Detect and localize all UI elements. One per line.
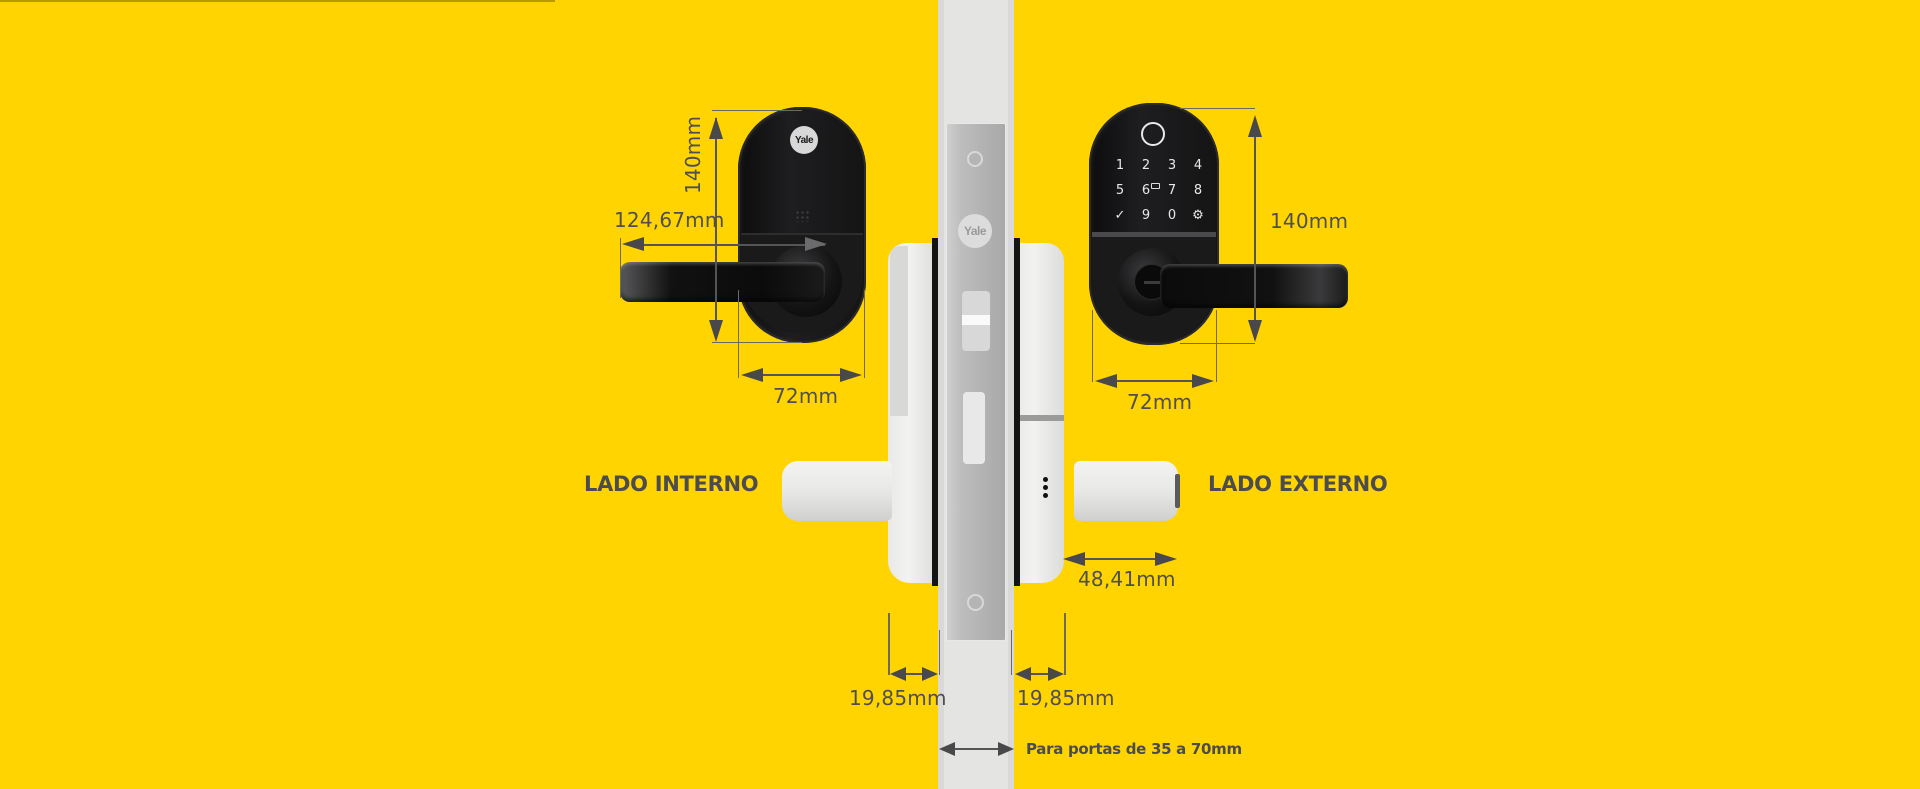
arrow-left-icon [890, 667, 906, 681]
key-9[interactable]: 9 [1141, 208, 1151, 223]
key-0[interactable]: 0 [1167, 208, 1177, 223]
arrow-right-icon [998, 742, 1014, 756]
door-thickness-note: Para portas de 35 a 70mm [1026, 740, 1242, 758]
outer-lock-divider [1092, 232, 1216, 237]
key-2[interactable]: 2 [1141, 158, 1151, 173]
inner-lever-ext-left [620, 238, 621, 298]
faceplate-screw-top-icon [967, 151, 983, 167]
outer-keyhole-slot [1144, 281, 1160, 284]
inner-height-ext-top [712, 110, 802, 111]
inner-width-line [748, 374, 856, 376]
knob-length-line [1075, 558, 1171, 560]
key-settings-gear-icon[interactable]: ⚙ [1192, 208, 1204, 223]
inner-gasket [932, 238, 938, 586]
arrow-up-icon [1248, 115, 1262, 137]
arrow-left-icon [1015, 667, 1031, 681]
outer-height-ext-bottom [1180, 343, 1255, 344]
outer-width-label: 72mm [1127, 390, 1193, 414]
outer-height-label: 140mm [1270, 209, 1349, 233]
door-edge-right-ext [1011, 630, 1012, 675]
key-6[interactable]: 6 [1141, 183, 1151, 198]
arrow-down-icon [709, 320, 723, 342]
left-offset-ext [888, 613, 890, 675]
key-confirm-check-icon[interactable]: ✓ [1114, 208, 1126, 223]
outer-height-ext-top [1180, 108, 1255, 109]
arrow-right-icon [1192, 374, 1214, 388]
arrow-left-icon [622, 237, 644, 251]
inner-width-ext-right [864, 290, 865, 378]
outer-gasket [1014, 238, 1020, 586]
arrow-right-icon [1155, 552, 1177, 566]
right-offset-line [1020, 673, 1058, 675]
card-reader-icon [1151, 183, 1160, 189]
key-7[interactable]: 7 [1167, 183, 1177, 198]
outer-housing [1014, 243, 1064, 583]
latch-bolt-slot [962, 315, 990, 325]
door-edge-left-ext [939, 630, 940, 675]
arrow-left-icon [1063, 552, 1085, 566]
fingerprint-sensor-icon[interactable] [1141, 122, 1165, 146]
key-1[interactable]: 1 [1115, 158, 1125, 173]
outer-housing-stripe [1020, 415, 1064, 421]
inner-housing-panel [890, 246, 908, 416]
inner-width-label: 72mm [773, 384, 839, 408]
outer-width-ext-right [1216, 310, 1217, 382]
mortise-yale-logo: Yale [958, 214, 992, 248]
arrow-right-icon [922, 667, 938, 681]
inner-lever-handle[interactable] [620, 262, 825, 302]
key-4[interactable]: 4 [1193, 158, 1203, 173]
right-offset-ext [1064, 613, 1066, 675]
arrow-up-icon [709, 117, 723, 139]
inner-knob[interactable] [782, 461, 892, 521]
inner-lever-length-label: 124,67mm [614, 208, 725, 232]
left-offset-label: 19,85mm [849, 686, 947, 710]
faceplate-screw-bottom-icon [967, 594, 984, 611]
outer-knob-keyhole [1175, 474, 1180, 508]
right-offset-label: 19,85mm [1017, 686, 1115, 710]
outer-height-line [1254, 118, 1256, 336]
arrow-right-icon [840, 368, 862, 382]
left-offset-line [895, 673, 933, 675]
inner-height-label: 140mm [681, 115, 705, 194]
mortise-faceplate [946, 123, 1006, 641]
outer-keypad: 1 2 3 4 5 6 7 8 ✓ 9 0 ⚙ [1107, 156, 1211, 226]
arrow-left-icon [939, 742, 955, 756]
inner-height-line [715, 118, 717, 336]
deadbolt [963, 392, 985, 464]
outer-width-ext-left [1092, 310, 1093, 382]
arrow-left-icon [1095, 374, 1117, 388]
inner-side-label: LADO INTERNO [584, 472, 759, 496]
top-edge-line [0, 0, 555, 2]
arrow-right-icon [1048, 667, 1064, 681]
key-8[interactable]: 8 [1193, 183, 1203, 198]
door-thickness-line [948, 748, 1004, 750]
arrow-down-icon [1248, 320, 1262, 342]
outer-knob[interactable] [1074, 461, 1178, 521]
arrow-right-icon [805, 237, 827, 251]
arrow-left-icon [741, 368, 763, 382]
knob-length-label: 48,41mm [1078, 567, 1176, 591]
inner-width-ext-left [738, 290, 739, 378]
inner-lever-length-line [630, 244, 825, 246]
inner-yale-logo: Yale [790, 126, 818, 154]
status-dots-icon [1043, 477, 1048, 498]
key-3[interactable]: 3 [1167, 158, 1177, 173]
inner-height-ext-bottom [712, 342, 802, 343]
outer-side-label: LADO EXTERNO [1208, 472, 1388, 496]
key-5[interactable]: 5 [1115, 183, 1125, 198]
outer-width-line [1102, 380, 1208, 382]
inner-speaker-grille [795, 210, 811, 222]
